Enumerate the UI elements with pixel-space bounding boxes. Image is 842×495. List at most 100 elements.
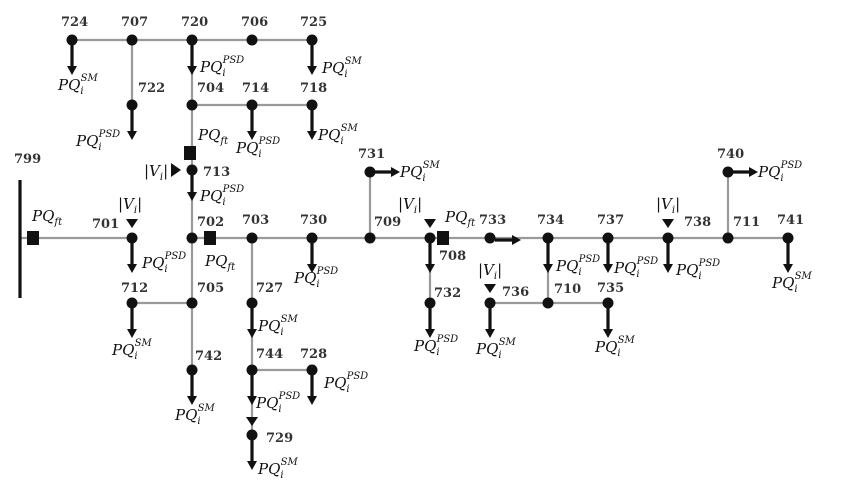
bus-node <box>186 99 198 111</box>
load-arrowhead <box>749 167 758 177</box>
bus-node <box>484 297 496 309</box>
bus-label-741: 741 <box>777 213 804 228</box>
bus-node <box>484 232 496 244</box>
pq-psd-label: PQiPSD <box>293 266 338 290</box>
load-arrowhead <box>307 66 317 75</box>
voltage-measurement-triangle <box>171 163 181 177</box>
bus-label-706: 706 <box>241 15 268 30</box>
bus-label-738: 738 <box>684 215 711 230</box>
load-arrowhead <box>391 167 400 177</box>
bus-label-718: 718 <box>300 81 327 96</box>
bus-node <box>246 34 258 46</box>
bus-label-722: 722 <box>138 81 165 96</box>
voltage-measurement-label: |Vi| <box>478 261 502 282</box>
pq-sm-label: PQiSM <box>321 56 362 80</box>
pq-ft-label: PQft <box>197 126 229 147</box>
flow-measurement-square <box>184 146 196 160</box>
pq-psd-label: PQiPSD <box>255 391 300 415</box>
load-arrowhead <box>127 264 137 273</box>
bus-node <box>246 297 258 309</box>
voltage-measurement-label: |Vi| <box>118 195 142 216</box>
bus-label-737: 737 <box>597 213 624 228</box>
bus-node <box>186 164 198 176</box>
pq-sm-label: PQiSM <box>111 338 152 362</box>
symbol-layer <box>27 34 794 470</box>
bus-node <box>246 99 258 111</box>
voltage-measurement-triangle <box>484 284 496 293</box>
pq-ft-label: PQft <box>31 207 63 228</box>
pq-sm-label: PQiSM <box>257 457 298 481</box>
bus-node <box>246 364 258 376</box>
load-arrowhead <box>485 329 495 338</box>
bus-label-711: 711 <box>733 215 760 230</box>
bus-label-740: 740 <box>717 147 744 162</box>
load-arrowhead <box>512 235 521 245</box>
bus-node <box>66 34 78 46</box>
pq-psd-label: PQiPSD <box>675 258 720 282</box>
bus-label-736: 736 <box>502 285 529 300</box>
bus-label-707: 707 <box>121 15 148 30</box>
load-arrowhead <box>187 396 197 405</box>
load-arrowhead <box>425 329 435 338</box>
pq-ft-label: PQft <box>444 208 476 229</box>
bus-node <box>722 232 734 244</box>
bus-label-733: 733 <box>479 213 506 228</box>
bus-label-702: 702 <box>197 215 224 230</box>
bus-label-712: 712 <box>121 281 148 296</box>
bus-node <box>424 297 436 309</box>
bus-label-708: 708 <box>439 249 466 264</box>
bus-node <box>782 232 794 244</box>
pq-psd-label: PQiPSD <box>323 371 368 395</box>
bus-node <box>364 166 376 178</box>
bus-label-709: 709 <box>374 215 401 230</box>
load-arrowhead <box>67 66 77 75</box>
load-arrowhead <box>247 131 257 140</box>
bus-label-729: 729 <box>266 431 293 446</box>
bus-label-713: 713 <box>203 165 230 180</box>
pq-sm-label: PQiSM <box>257 314 298 338</box>
bus-label-735: 735 <box>597 281 624 296</box>
bus-label-799: 799 <box>14 152 41 167</box>
load-arrowhead <box>247 329 257 338</box>
load-arrowhead <box>307 264 317 273</box>
load-arrowhead <box>127 131 137 140</box>
bus-node <box>306 364 318 376</box>
load-arrowhead <box>603 329 613 338</box>
voltage-measurement-label: |Vi| <box>398 195 422 216</box>
bus-node <box>186 297 198 309</box>
bus-label-730: 730 <box>300 213 327 228</box>
bus-label-704: 704 <box>197 81 224 96</box>
pq-sm-label: PQiSM <box>57 73 98 97</box>
voltage-measurement-triangle <box>126 219 138 228</box>
bus-node <box>424 232 436 244</box>
load-arrowhead <box>663 264 673 273</box>
bus-node <box>542 232 554 244</box>
bus-node <box>542 297 554 309</box>
bus-node <box>186 232 198 244</box>
bus-node <box>662 232 674 244</box>
bus-node <box>306 232 318 244</box>
bus-node <box>126 232 138 244</box>
bus-node <box>306 34 318 46</box>
load-arrowhead <box>187 192 197 201</box>
bus-node <box>602 297 614 309</box>
load-arrowhead <box>783 264 793 273</box>
pq-psd-label: PQiPSD <box>199 184 244 208</box>
bus-label-703: 703 <box>242 213 269 228</box>
bus-node <box>126 99 138 111</box>
bus-label-727: 727 <box>256 281 283 296</box>
flow-measurement-square <box>204 231 216 245</box>
bus-label-728: 728 <box>300 347 327 362</box>
bus-label-710: 710 <box>554 282 581 297</box>
load-arrowhead <box>247 396 257 405</box>
bus-label-724: 724 <box>61 15 88 30</box>
flow-measurement-square <box>27 231 39 245</box>
load-arrowhead <box>543 264 553 273</box>
bus-label-732: 732 <box>434 286 461 301</box>
pq-ft-label: PQft <box>204 252 236 273</box>
voltage-measurement-triangle <box>662 219 674 228</box>
bus-node <box>364 232 376 244</box>
pq-psd-label: PQiPSD <box>75 129 120 153</box>
